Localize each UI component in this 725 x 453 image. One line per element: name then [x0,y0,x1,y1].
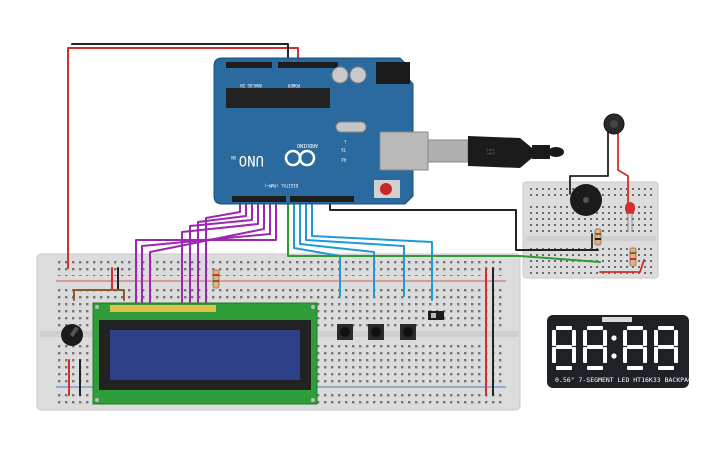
usb-icon: ⭾ [486,145,495,159]
on-label: ON [231,155,236,160]
lcd-resistor [212,269,220,289]
red-led [625,202,635,232]
digit-2-segment [587,345,603,349]
purple-wire-6 [197,199,247,307]
green-wire [287,199,601,263]
purple-wire-5 [189,199,253,307]
black-wire-buzzer [569,131,609,195]
red-wire-buzzer [617,131,629,207]
resistor-small-2 [629,247,637,267]
power-label: POWER [287,83,300,88]
blue-wire-2 [299,199,375,297]
blue-wire-4 [311,199,433,301]
digit-4-segment [674,347,678,363]
analog-label: ANALOG IN [240,83,262,88]
digit-1-segment [572,330,576,346]
blue-wire-1 [293,199,341,297]
seven-segment-digits [552,326,678,370]
digit-1-segment [556,345,572,349]
usb-cable: ⭾ [427,136,564,168]
lcd-screen [110,330,300,380]
purple-wire-7 [205,199,241,307]
digit-3-segment [623,330,627,346]
analog-header [226,62,272,68]
push-button-1 [337,324,353,340]
arduino-logo [284,149,316,167]
potentiometer [61,324,83,346]
atmega-chip [226,88,330,108]
wiring [67,43,645,396]
vibration-motor [603,113,625,135]
digital-label: DIGITAL (PWM~) [264,183,298,188]
power-header [278,62,338,68]
crystal [335,121,367,133]
piezo-buzzer [570,184,602,216]
push-button-2 [368,324,384,340]
digit-4-segment [654,330,658,346]
digit-2-segment [603,330,607,346]
digit-4-segment [658,366,674,370]
seven-segment-display: 0.56" 7-SEGMENT LED HT16K33 BACKPACK [547,315,696,388]
digit-1-segment [556,366,572,370]
brown-wire [73,289,125,301]
tx-label: TX [341,147,346,152]
digital-header-left [232,196,286,202]
resistor-small-1 [594,228,602,246]
digit-4-segment [658,326,674,330]
digit-2-segment [587,326,603,330]
purple-wire-4 [181,199,259,307]
blue-wire-3 [305,199,405,297]
colon-dot [611,353,617,359]
digit-4-segment [658,345,674,349]
black-wire-gnd [71,43,289,63]
digit-3-segment [627,345,643,349]
digital-header-right [290,196,354,202]
digit-4-segment [674,330,678,346]
reset-button [380,183,392,195]
digit-3-segment [627,326,643,330]
colon-dot [611,335,617,341]
push-button-3 [400,324,416,340]
digit-3-segment [623,347,627,363]
digit-3-segment [643,347,647,363]
digit-2-segment [583,330,587,346]
capacitor-2 [349,66,367,84]
rx-label: RX [341,157,346,162]
digit-2-segment [583,347,587,363]
board-brand: ARDUINO [297,142,318,148]
l-label: L [343,139,346,144]
digit-3-segment [643,330,647,346]
display-caption: 0.56" 7-SEGMENT LED HT16K33 BACKPACK [555,376,696,384]
digit-1-segment [552,330,556,346]
lcd-module [92,302,318,405]
power-jack [376,62,410,84]
digit-1-segment [556,326,572,330]
digit-4-segment [654,347,658,363]
red-wire-small [599,259,645,273]
slide-switch [428,311,444,320]
black-wire-small [329,199,599,251]
digit-2-segment [603,347,607,363]
usb-connector [379,131,429,171]
digit-1-segment [552,347,556,363]
red-wire-5v [67,47,299,269]
digit-2-segment [587,366,603,370]
digit-1-segment [572,347,576,363]
arduino-uno-board: UNO ARDUINO DIGITAL (PWM~) POWER ANALOG … [213,57,429,205]
capacitor-1 [331,66,349,84]
board-model: UNO [239,152,264,168]
digit-3-segment [627,366,643,370]
